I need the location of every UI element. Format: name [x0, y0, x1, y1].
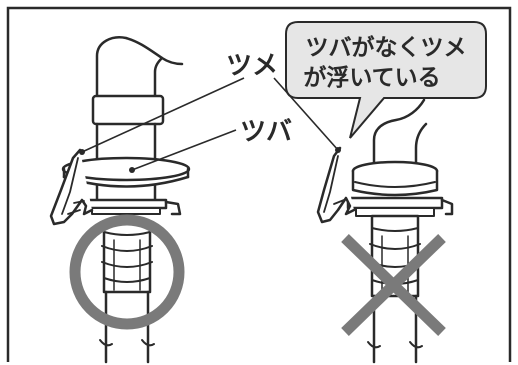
label-tsuba: ツバ [240, 117, 292, 147]
leader-dot-flange [129, 167, 135, 173]
incorrect-cross-mark [341, 234, 446, 336]
callout-text-line2: が浮いている [303, 64, 440, 91]
leader-dot-right-claw [335, 147, 341, 153]
correct-circle-mark [69, 214, 185, 330]
label-tsume: ツメ [226, 51, 278, 81]
leader-lines [81, 77, 339, 171]
frame [6, 6, 512, 362]
connector-band [91, 94, 165, 126]
callout-bubble [285, 21, 487, 139]
callout-text-line1: ツバがなくツメ [306, 34, 467, 61]
correct-connection-illustration [49, 36, 191, 364]
faucet-spout [372, 98, 426, 172]
leader-dot-left-claw [79, 149, 85, 155]
faucet-body [95, 36, 184, 100]
